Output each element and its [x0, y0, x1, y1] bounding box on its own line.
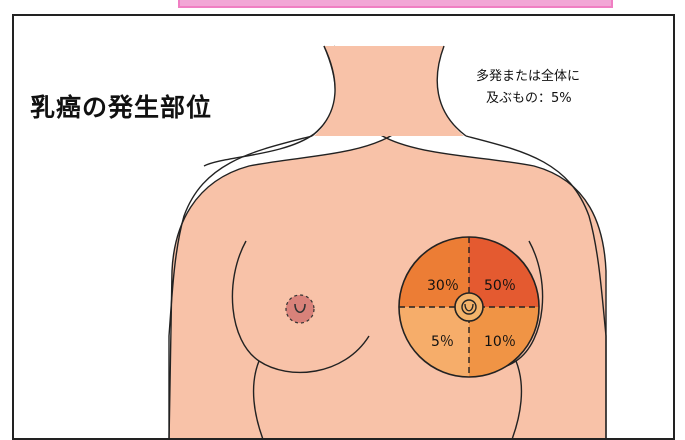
nipple-icon: [454, 292, 484, 322]
label-upper-inner: 50％: [484, 278, 516, 294]
diagram-frame: 30％ 50％ 5％ 10％ 乳癌の発生部位 多発または全体に 及ぶもの：5%: [12, 14, 675, 440]
neck: [314, 46, 464, 136]
page-title: 乳癌の発生部位: [30, 93, 213, 122]
shoulder-left: [168, 135, 313, 438]
label-lower-outer: 5％: [431, 334, 454, 350]
quadrant-lower-outer: [399, 307, 469, 377]
quadrant-lower-inner: [469, 307, 539, 377]
quadrant-upper-inner: [469, 237, 539, 307]
top-tab: [178, 0, 613, 8]
waist-right: [511, 360, 523, 438]
nipple-icon: [285, 294, 315, 324]
quadrant-disc: [398, 236, 540, 378]
shoulder-right: [465, 135, 607, 438]
label-lower-inner: 10％: [484, 334, 516, 350]
multifocal-note: 多発または全体に 及ぶもの：5%: [476, 66, 580, 110]
note-line-1: 多発または全体に: [476, 69, 581, 84]
waist-left: [252, 360, 264, 438]
note-line-2: 及ぶもの：5%: [486, 91, 572, 106]
label-upper-outer: 30％: [427, 278, 459, 294]
neck-left-line: [311, 45, 336, 137]
quadrant-upper-outer: [399, 237, 469, 307]
neck-right-line: [436, 45, 467, 137]
breast-cancer-site-diagram: 30％ 50％ 5％ 10％: [168, 45, 607, 438]
